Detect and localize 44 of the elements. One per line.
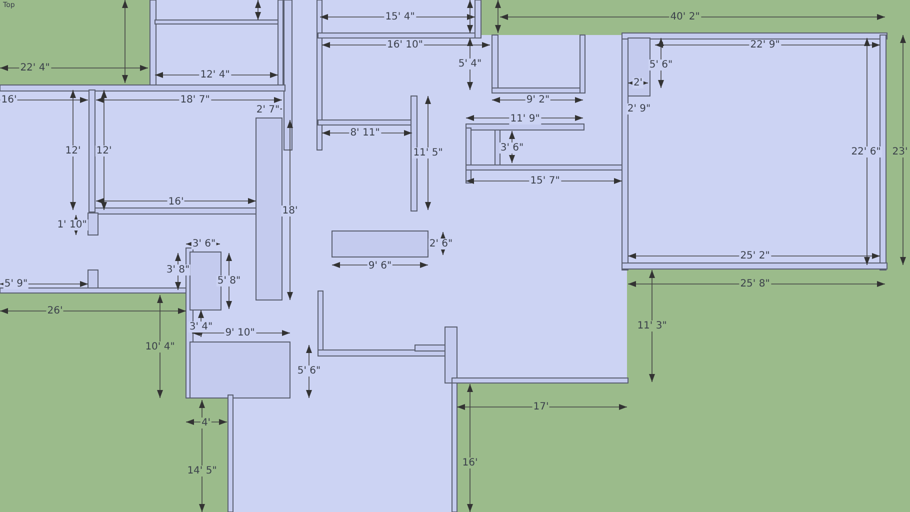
dimension-label: 8' 11" [349, 128, 381, 138]
dimension-label: 25' 2" [739, 250, 771, 262]
dimension-label: 10' 4" [144, 342, 176, 352]
dimension-label: 16' [0, 94, 18, 106]
dimension-label: 15' 4" [384, 12, 416, 22]
dimension-label: 2' 6" [428, 238, 454, 250]
dimension-label: 2' [632, 78, 644, 88]
dimension-label: 18' 7" [179, 94, 211, 106]
dimension-label: 17' [532, 402, 550, 412]
dimension-label: 16' [167, 196, 185, 208]
dimension-label: 26' [46, 306, 64, 316]
dimension-label: 11' 5" [412, 148, 444, 158]
dimension-label: 23' [891, 146, 909, 158]
dimension-label: 11' 3" [636, 320, 668, 332]
dimension-label: 12' [64, 146, 82, 156]
dimension-label: 15' 7" [529, 176, 561, 186]
dimension-label: 22' 4" [19, 62, 51, 74]
dimension-label: 40' 2" [669, 12, 701, 22]
dimension-label: 5' 6" [648, 60, 674, 70]
dimension-label: 3' 6" [499, 142, 525, 154]
dimension-label: 4' [200, 418, 212, 428]
dimension-label: 11' 9" [509, 114, 541, 124]
dimension-label: 5' 6" [296, 366, 322, 376]
dimension-label: 9' 10" [224, 328, 256, 338]
dimension-label: 1' 10" [56, 220, 88, 230]
dimension-label: 25' 8" [739, 278, 771, 290]
dimension-label: 2' 9" [626, 104, 652, 114]
dimension-label: 18' [281, 206, 299, 216]
dimension-label: 16' 10" [386, 40, 424, 50]
dimension-label: 14' 5" [186, 466, 218, 476]
dimension-label: 9' 2" [525, 94, 551, 106]
dimension-label: 5' 9" [3, 278, 29, 290]
dimension-label: 22' 6" [850, 146, 882, 158]
dimension-label: 5' 8" [216, 276, 242, 286]
dimension-label: 12' [95, 146, 113, 156]
dimension-label: 22' 9" [749, 40, 781, 50]
dimension-label: 5' 4" [457, 58, 483, 70]
dimension-label: 2' 7" [255, 104, 281, 116]
dimension-label: 3' 8" [165, 264, 191, 276]
dimension-label: 16' [461, 458, 479, 468]
dimension-label: 3' 4" [188, 322, 214, 332]
dimension-label: 12' 4" [199, 70, 231, 80]
dimension-label: 3' 6" [191, 238, 217, 250]
dimension-label: 9' 6" [367, 260, 393, 272]
